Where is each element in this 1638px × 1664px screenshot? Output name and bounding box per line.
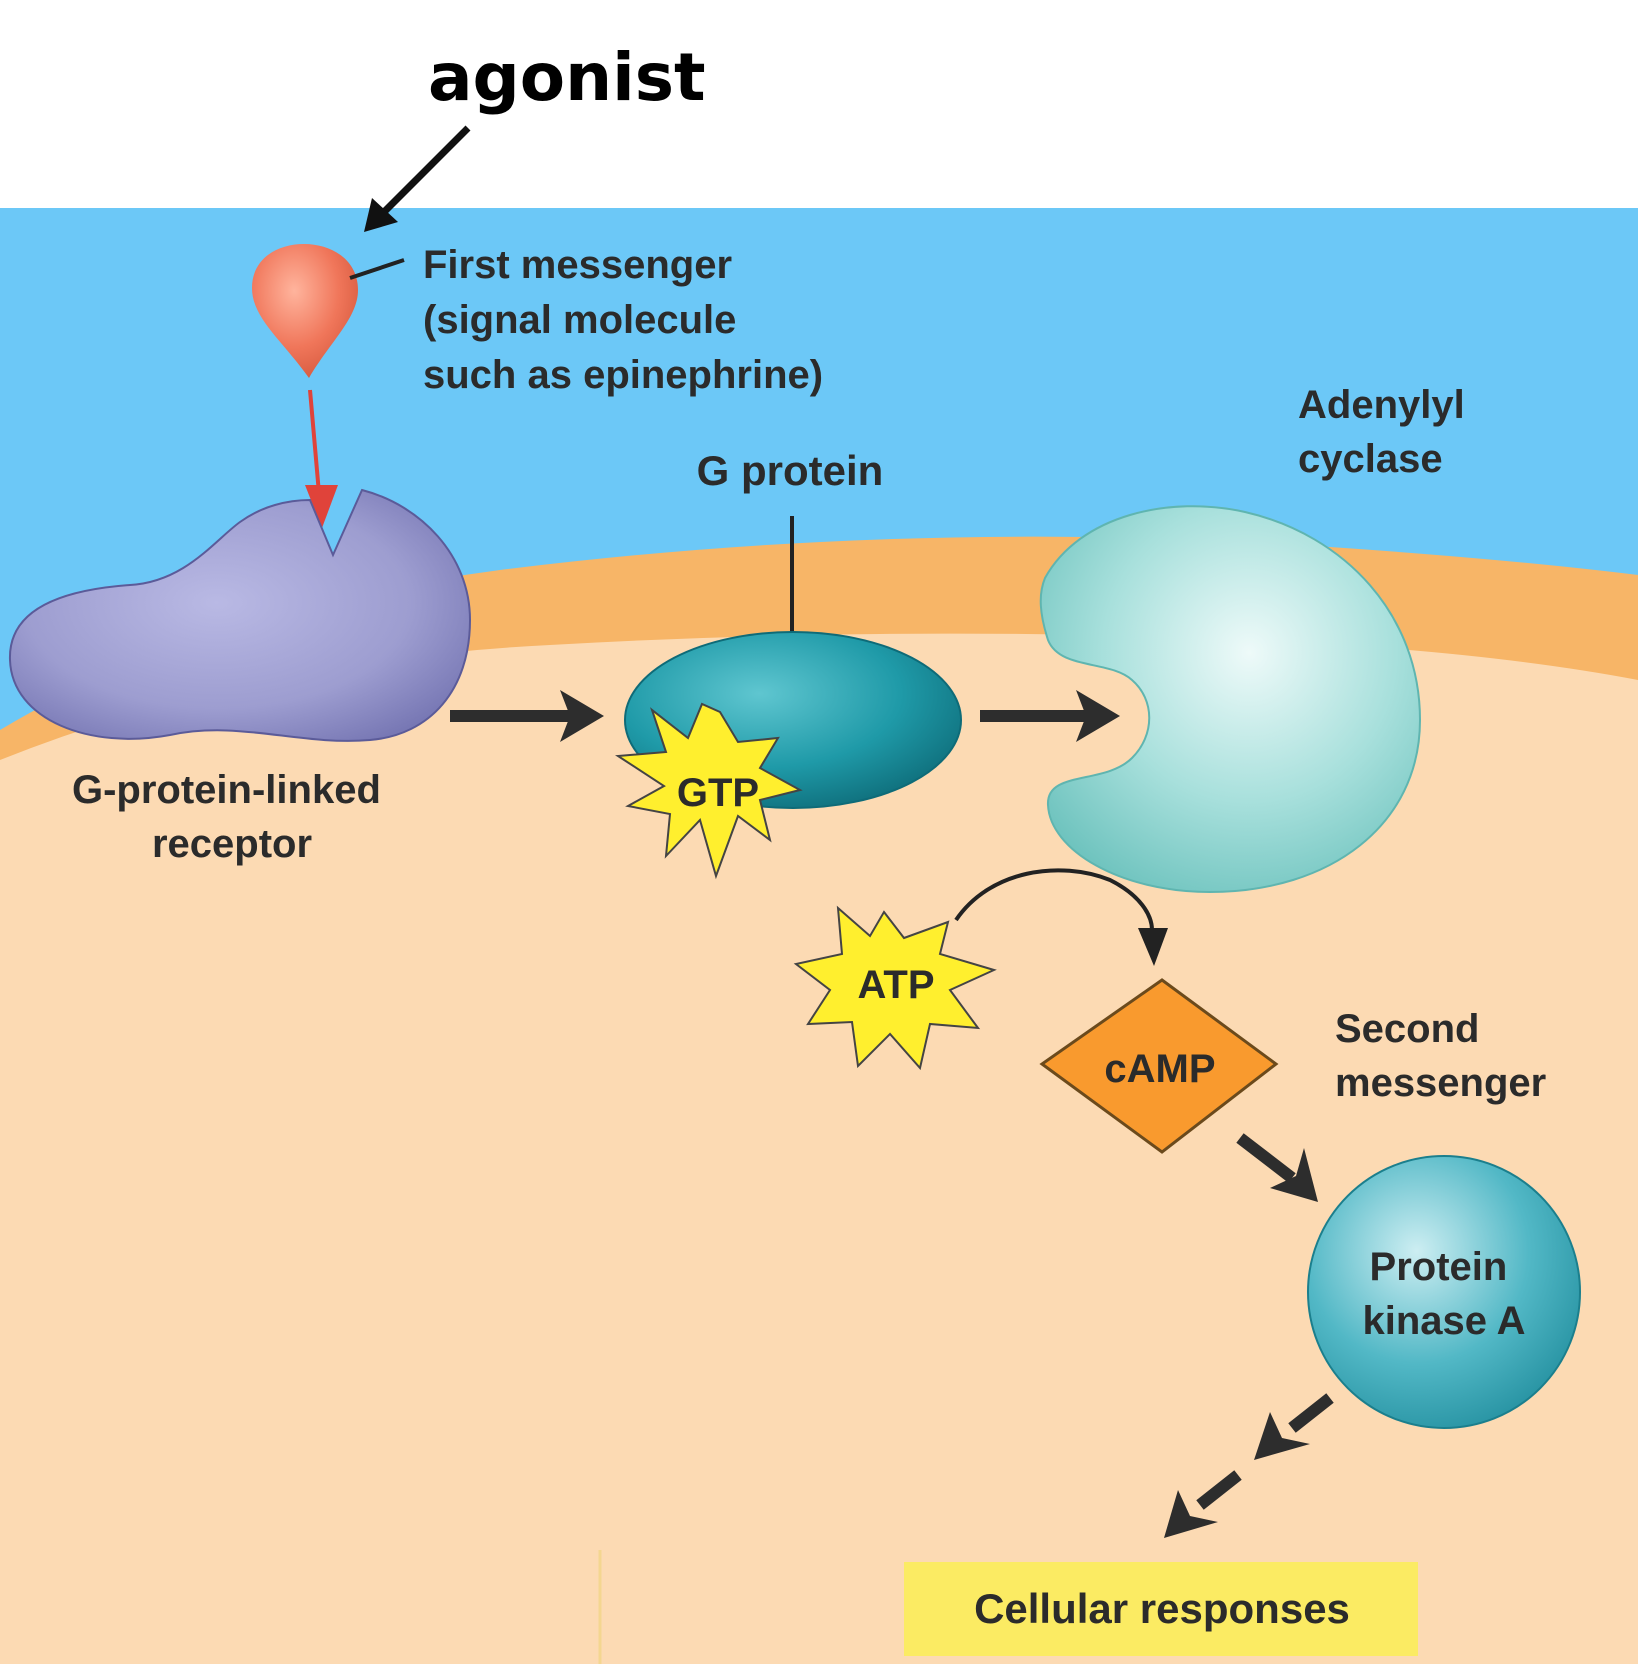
arrow-receptor-to-gprotein-head: [560, 690, 604, 742]
binding-arrow-head: [305, 485, 338, 528]
protein-kinase-label: Protein kinase A: [1362, 1245, 1525, 1343]
protein-kinase-line-2: kinase A: [1362, 1299, 1525, 1343]
g-protein-label: G protein: [697, 447, 884, 494]
atp-label: ATP: [857, 963, 934, 1007]
adenylyl-cyclase-line-1: Adenylyl: [1298, 383, 1465, 427]
receptor-line-1: G-protein-linked: [72, 768, 381, 812]
gtp-star: [615, 702, 803, 880]
second-messenger-line-1: Second: [1335, 1007, 1479, 1051]
adenylyl-cyclase-label: Adenylyl cyclase: [1298, 383, 1476, 481]
arrow-kinase-to-response-2: [1196, 1470, 1242, 1510]
arrow-kinase-to-response-1: [1288, 1393, 1334, 1433]
arrow-camp-to-kinase: [1236, 1133, 1296, 1183]
second-messenger-label: Second messenger: [1335, 1007, 1546, 1105]
first-messenger-line-1: First messenger: [423, 243, 732, 287]
agonist-arrow: [369, 125, 471, 227]
camp-diamond: [1039, 978, 1279, 1154]
gtp-label: GTP: [677, 771, 759, 815]
arrow-camp-to-kinase-head: [1270, 1148, 1318, 1202]
first-messenger-label: First messenger (signal molecule such as…: [423, 243, 823, 397]
first-messenger-line-3: such as epinephrine): [423, 353, 823, 397]
adenylyl-cyclase: [1039, 505, 1422, 894]
protein-kinase-line-1: Protein: [1370, 1245, 1508, 1289]
first-messenger-line-2: (signal molecule: [423, 298, 736, 342]
adenylyl-cyclase-line-2: cyclase: [1298, 437, 1443, 481]
g-protein-linked-receptor: [8, 488, 472, 742]
atp-to-camp-arrow: [954, 868, 1154, 931]
atp-to-camp-arrow-head: [1138, 928, 1168, 966]
cellular-responses-box: [904, 1562, 1418, 1656]
arrow-kinase-to-response-1-head: [1254, 1412, 1310, 1460]
camp-label: cAMP: [1104, 1047, 1215, 1091]
arrow-gprotein-to-ac-head: [1076, 690, 1120, 742]
second-messenger-line-2: messenger: [1335, 1061, 1546, 1105]
receptor-label: G-protein-linked receptor: [72, 768, 392, 866]
receptor-line-2: receptor: [152, 822, 312, 866]
protein-kinase-a: [1307, 1155, 1581, 1429]
signal-molecule: [252, 244, 358, 378]
agonist-label: agonist: [428, 39, 706, 116]
agonist-arrow-head: [364, 198, 398, 232]
cellular-responses-label: Cellular responses: [974, 1585, 1350, 1632]
arrow-kinase-to-response-2-head: [1164, 1490, 1218, 1538]
first-messenger-leader: [349, 258, 405, 280]
atp-star: [793, 905, 997, 1071]
